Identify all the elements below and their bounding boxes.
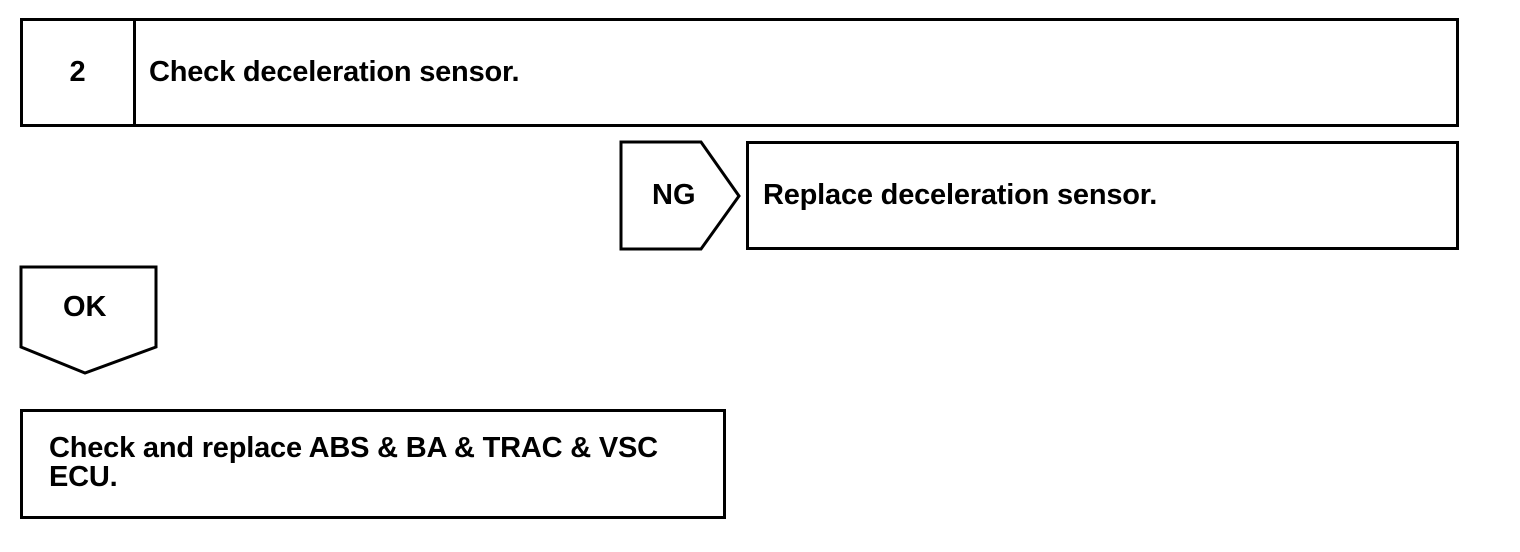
step-divider	[133, 18, 136, 127]
ok-label: OK	[63, 291, 107, 323]
step-number-cell: 2	[20, 18, 135, 127]
step-title: Check deceleration sensor.	[149, 56, 520, 88]
step-number: 2	[69, 56, 86, 88]
ok-result-text: Check and replace ABS & BA & TRAC & VSC …	[49, 432, 658, 493]
ng-result-text: Replace deceleration sensor.	[763, 179, 1158, 211]
ng-label: NG	[652, 179, 696, 211]
ng-result-box	[746, 141, 1459, 250]
step-box	[20, 18, 1459, 127]
ok-result-box	[20, 409, 726, 519]
